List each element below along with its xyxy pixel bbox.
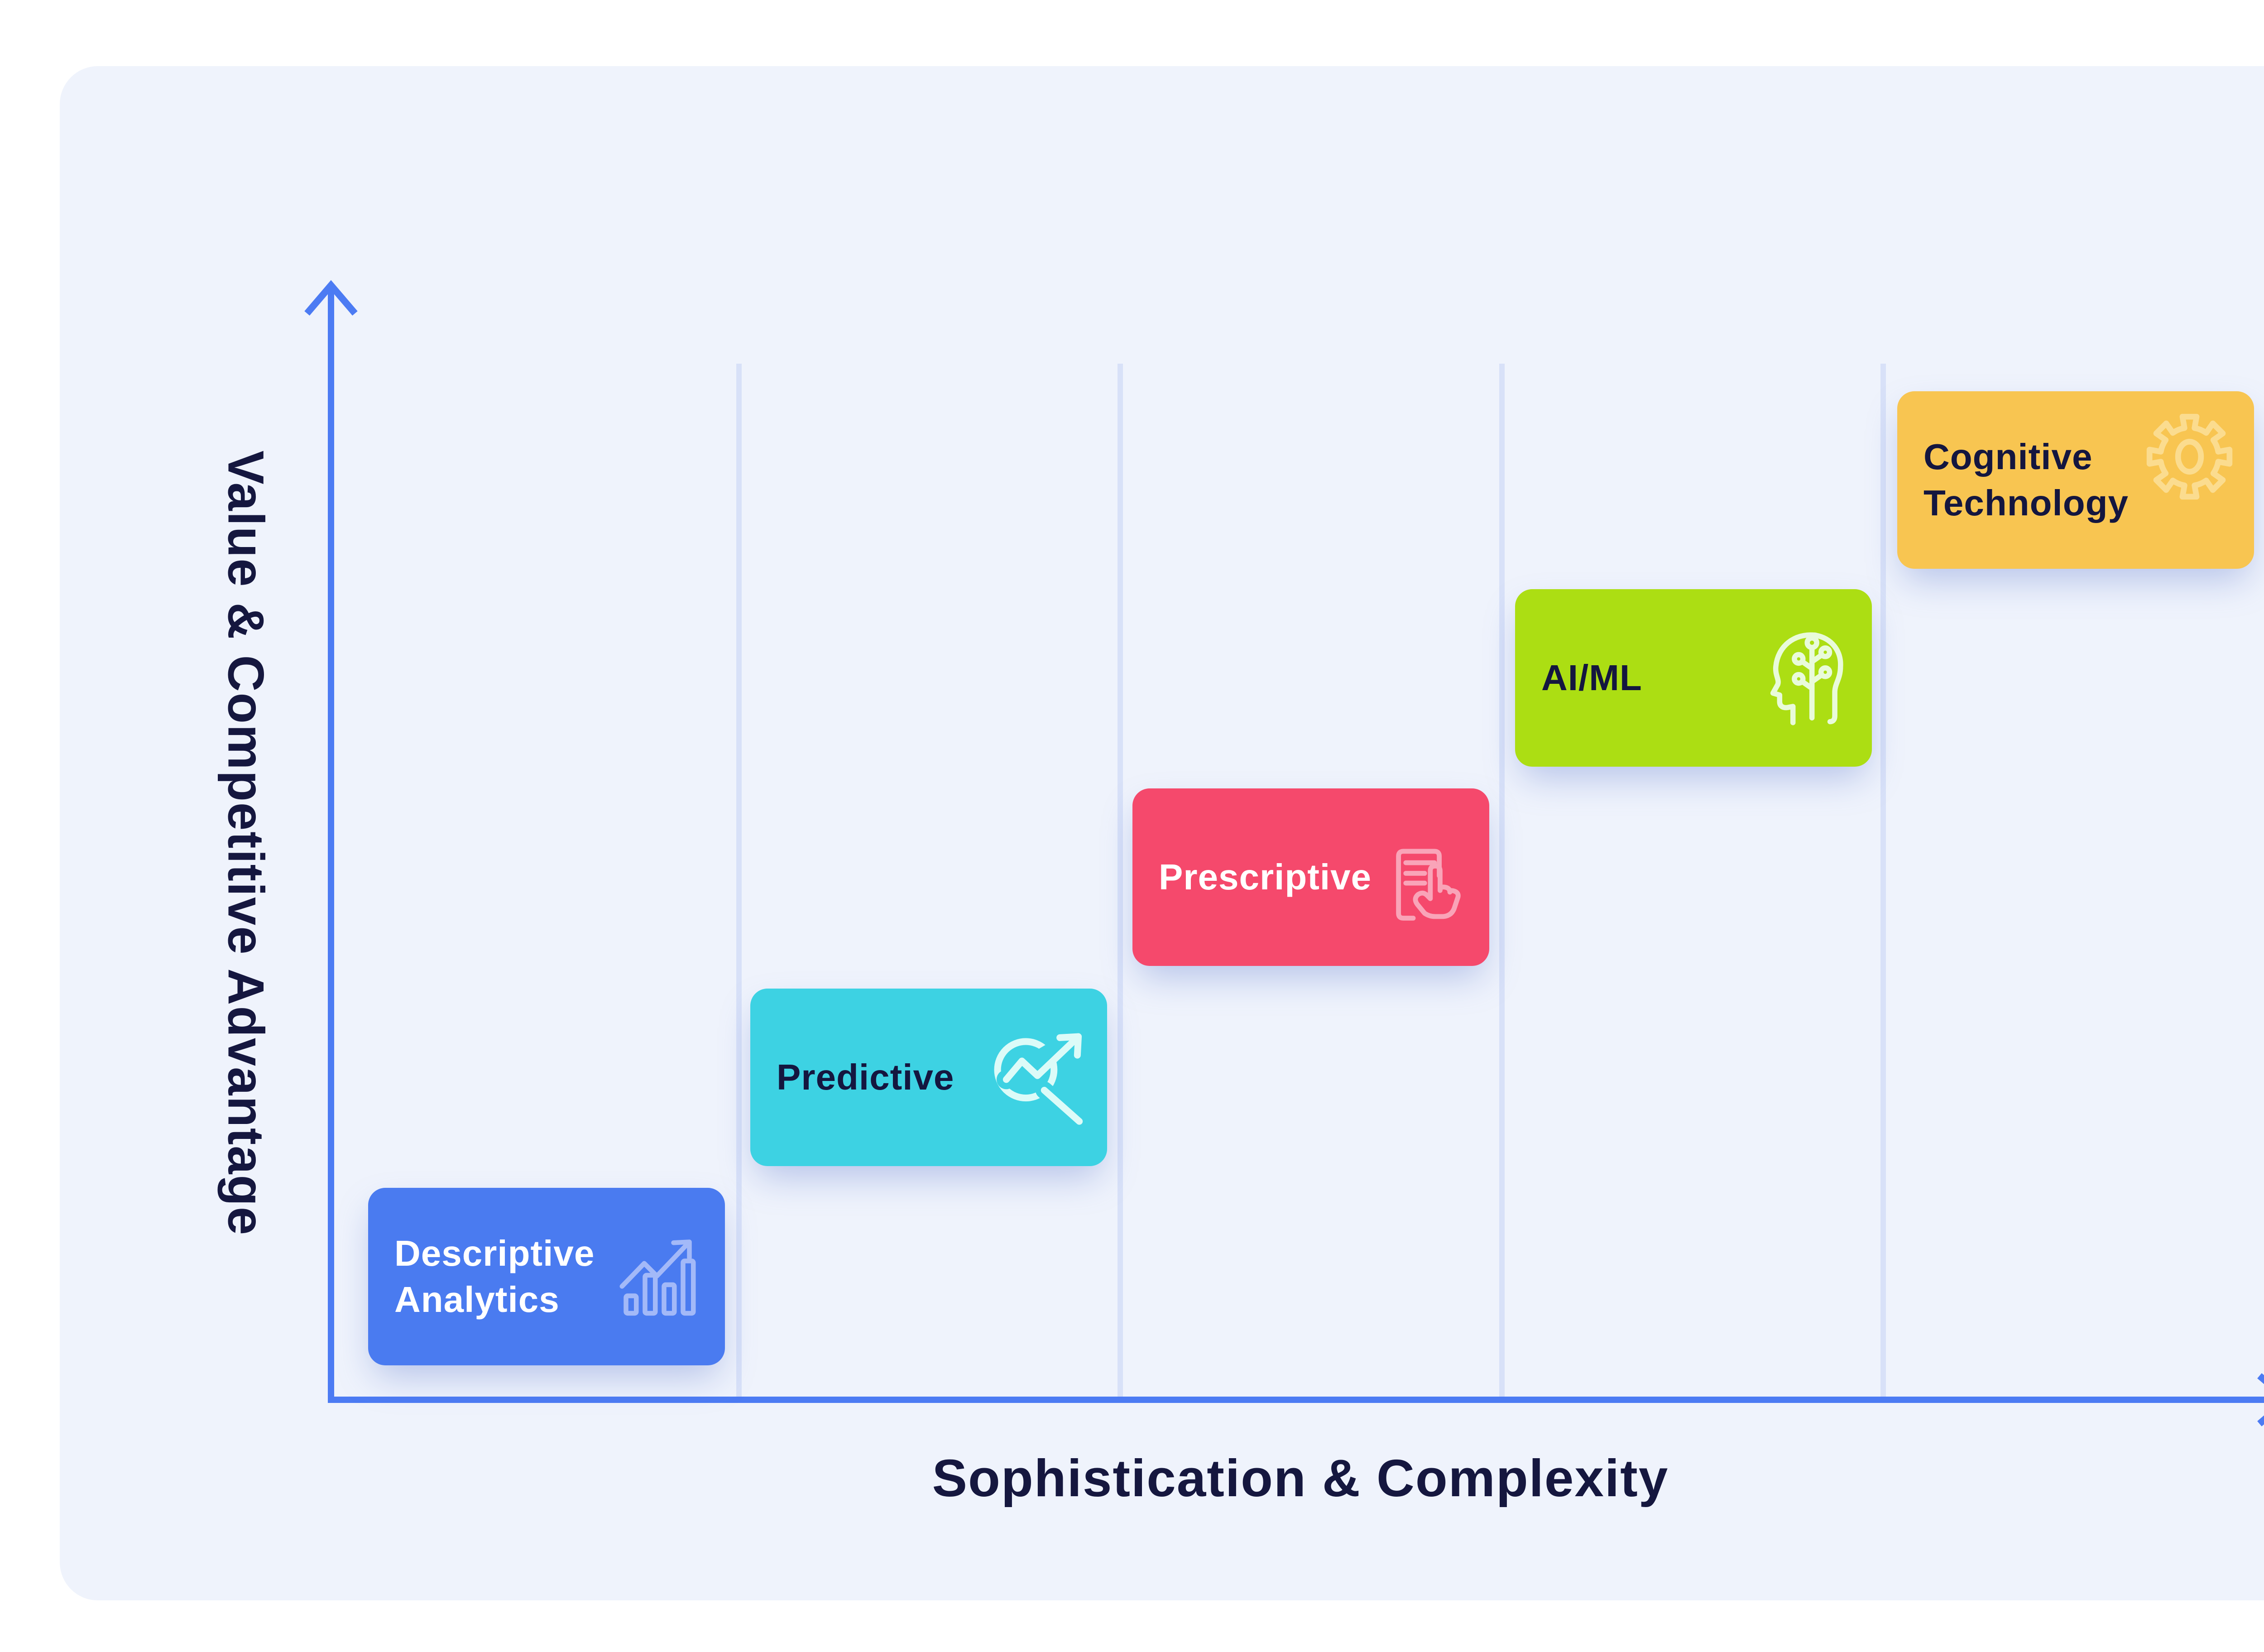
gear-icon xyxy=(2146,413,2233,499)
stage-box-predictive: Predictive xyxy=(750,989,1107,1166)
stage-label: Predictive xyxy=(777,1057,955,1098)
axes-lines xyxy=(304,280,2264,1426)
stage-label: Cognitive Technology xyxy=(1923,437,2129,523)
head-circuit-icon xyxy=(1770,632,1843,725)
magnifier-trend-icon xyxy=(994,1028,1088,1126)
bar-chart-trend-icon xyxy=(619,1239,696,1316)
stage-box-ai-ml: AI/ML xyxy=(1515,589,1872,767)
stage-label: Descriptive Analytics xyxy=(394,1233,595,1320)
stage-box-cognitive-technology: Cognitive Technology xyxy=(1897,391,2254,569)
y-axis-title: Value & Competitive Advantage xyxy=(217,450,274,1236)
stage-label: Prescriptive xyxy=(1159,857,1372,898)
stage-label: AI/ML xyxy=(1541,658,1642,698)
y-axis-arrowhead-icon xyxy=(304,280,358,316)
vertical-gridlines xyxy=(736,364,1886,1397)
x-axis-title: Sophistication & Complexity xyxy=(932,1449,1669,1508)
document-tap-icon xyxy=(1396,849,1461,921)
stage-box-descriptive-analytics: Descriptive Analytics xyxy=(368,1188,725,1365)
stage-box-prescriptive: Prescriptive xyxy=(1132,788,1489,966)
